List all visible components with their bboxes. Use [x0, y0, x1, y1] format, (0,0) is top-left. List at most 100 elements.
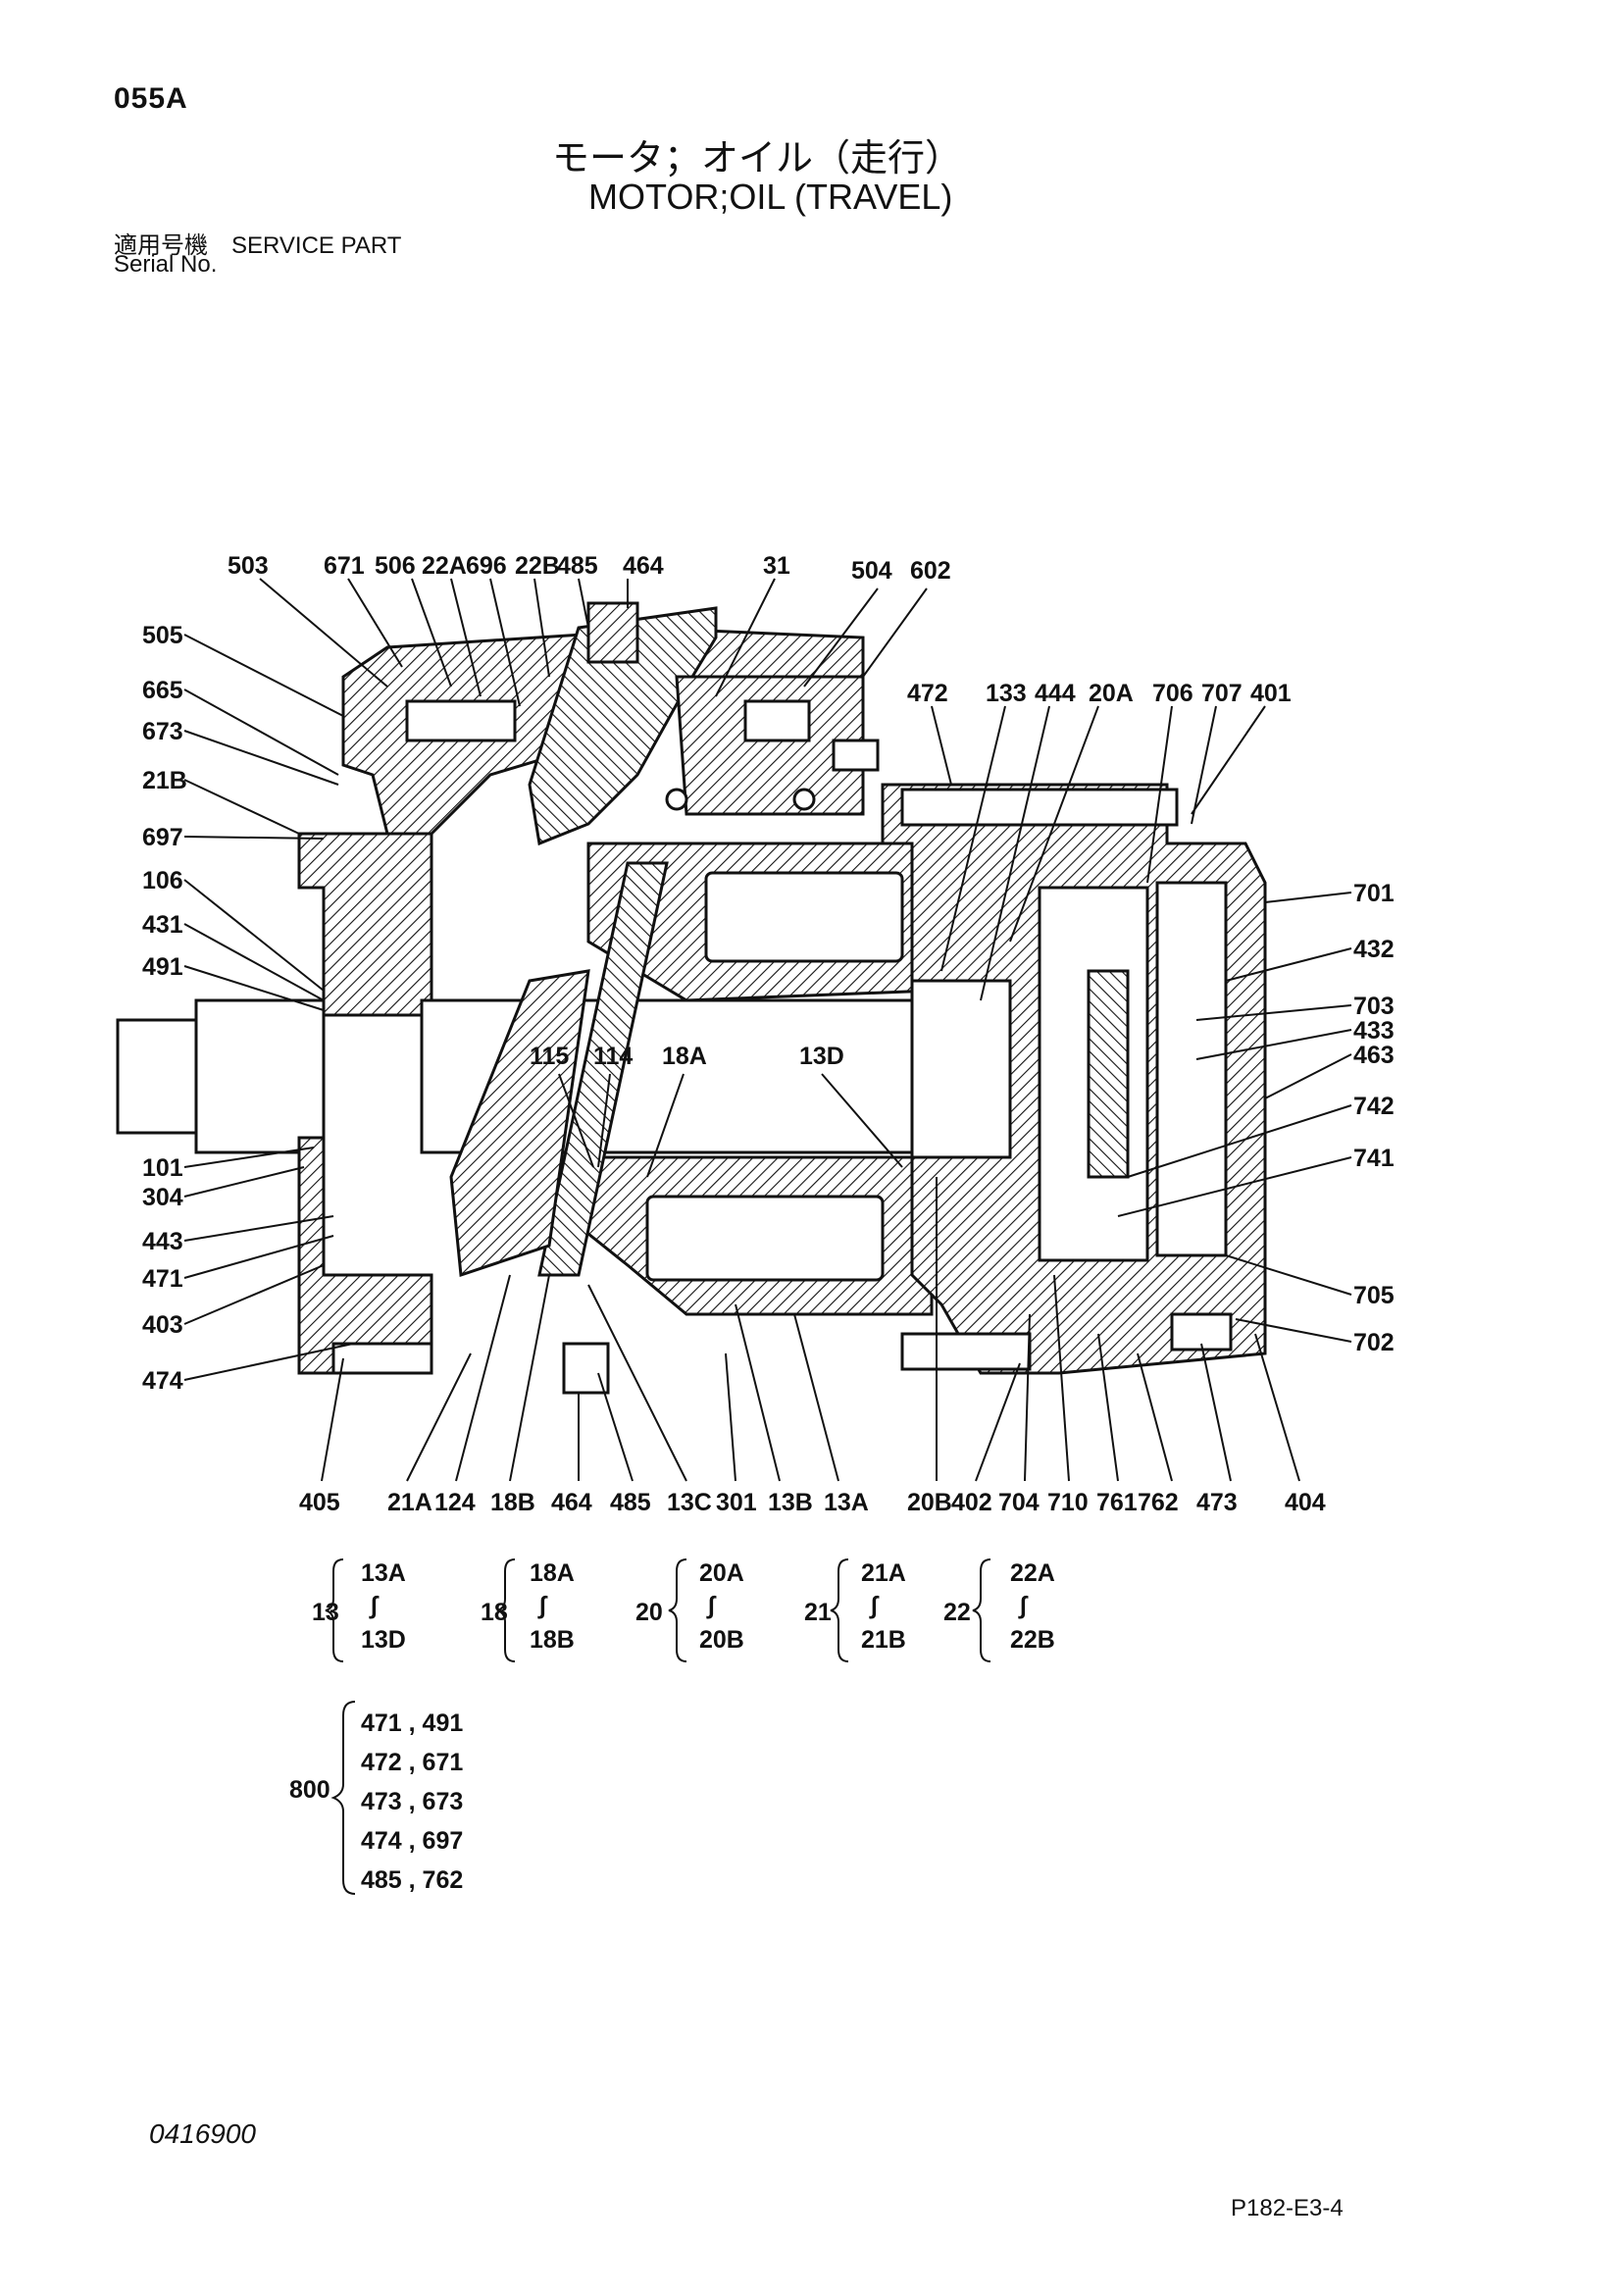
svg-text:∫: ∫ [869, 1592, 880, 1619]
part-label: 18A [662, 1043, 707, 1070]
part-label: 22B [515, 552, 560, 580]
part-label: 13C [667, 1489, 712, 1516]
part-label: 114 [593, 1043, 633, 1070]
part-label: 474 [142, 1367, 183, 1395]
part-label: 506 [375, 552, 416, 580]
labels-left: 505 665 673 21B 697 106 431 491 101 304 … [142, 622, 187, 1395]
part-label: 20B [907, 1489, 952, 1516]
part-label: 22A [422, 552, 467, 580]
part-label: 433 [1353, 1017, 1395, 1045]
group-21: 21 21A ∫ 21B [804, 1558, 906, 1662]
part-label: 504 [851, 557, 892, 585]
part-label: 18B [490, 1489, 535, 1516]
labels-top: 503 671 506 22A 696 22B 485 464 31 504 6… [228, 552, 1292, 707]
assembly-groups: 13 13A ∫ 13D 18 18A ∫ 18B 20 20A ∫ 20B 2… [312, 1558, 1055, 1662]
part-label: 404 [1285, 1489, 1326, 1516]
svg-text:21B: 21B [861, 1626, 906, 1654]
part-label: 403 [142, 1311, 183, 1339]
part-label: 705 [1353, 1282, 1395, 1309]
part-label: 444 [1035, 680, 1076, 707]
labels-bottom: 405 21A 124 18B 464 485 13C 301 13B 13A … [299, 1489, 1326, 1516]
serial-number-line: Serial No. [114, 251, 218, 278]
part-label: 106 [142, 867, 183, 894]
part-label: 742 [1353, 1093, 1395, 1120]
part-label: 115 [530, 1043, 569, 1070]
part-label: 702 [1353, 1329, 1395, 1356]
part-label: 706 [1152, 680, 1193, 707]
svg-text:800: 800 [289, 1776, 330, 1804]
part-label: 473 [1196, 1489, 1238, 1516]
part-label: 704 [998, 1489, 1040, 1516]
piston-lower [645, 1195, 885, 1282]
svg-text:∫: ∫ [706, 1592, 717, 1619]
svg-text:20A: 20A [699, 1559, 744, 1587]
part-label: 505 [142, 622, 183, 649]
part-label: 13D [799, 1043, 844, 1070]
part-label: 402 [951, 1489, 992, 1516]
part-label: 710 [1047, 1489, 1089, 1516]
service-part-line: 適用号機 SERVICE PART [114, 232, 402, 259]
piston-upper [704, 871, 904, 963]
svg-text:472 , 671: 472 , 671 [361, 1749, 463, 1776]
document-number: 0416900 [149, 2118, 257, 2149]
svg-text:18A: 18A [530, 1559, 575, 1587]
part-label: 401 [1250, 680, 1292, 707]
svg-text:13D: 13D [361, 1626, 406, 1654]
part-label: 696 [466, 552, 507, 580]
part-label: 405 [299, 1489, 340, 1516]
part-label: 697 [142, 824, 183, 851]
svg-text:22: 22 [943, 1599, 971, 1626]
part-label: 301 [716, 1489, 757, 1516]
group-13: 13 13A ∫ 13D [312, 1558, 406, 1662]
svg-text:13: 13 [312, 1599, 339, 1626]
part-label: 671 [324, 552, 365, 580]
drawing-code: 055A [114, 82, 188, 115]
svg-text:13A: 13A [361, 1559, 406, 1587]
part-label: 472 [907, 680, 948, 707]
part-label: 741 [1353, 1145, 1395, 1172]
part-label: 471 [142, 1265, 183, 1293]
labels-center: 115 114 18A 13D [530, 1043, 844, 1070]
svg-text:20: 20 [635, 1599, 663, 1626]
part-label: 761 [1096, 1489, 1138, 1516]
svg-text:∫: ∫ [369, 1592, 380, 1619]
part-label: 703 [1353, 993, 1395, 1020]
part-label: 602 [910, 557, 951, 585]
page-reference: P182-E3-4 [1231, 2195, 1344, 2221]
part-label: 464 [551, 1489, 592, 1516]
kit-800: 800 471 , 491 472 , 671 473 , 673 474 , … [289, 1701, 463, 1895]
labels-right: 701 432 703 433 463 742 741 705 702 [1353, 880, 1395, 1356]
svg-text:471 , 491: 471 , 491 [361, 1709, 463, 1737]
part-label: 464 [623, 552, 664, 580]
svg-text:474 , 697: 474 , 697 [361, 1827, 463, 1855]
svg-text:485 , 762: 485 , 762 [361, 1866, 463, 1894]
part-label: 124 [434, 1489, 476, 1516]
svg-text:∫: ∫ [537, 1592, 548, 1619]
part-label: 432 [1353, 936, 1395, 963]
part-label: 20A [1089, 680, 1134, 707]
part-label: 491 [142, 953, 183, 981]
part-label: 133 [986, 680, 1027, 707]
svg-text:22B: 22B [1010, 1626, 1055, 1654]
part-label: 665 [142, 677, 183, 704]
svg-text:21: 21 [804, 1599, 832, 1626]
leader-lines [183, 578, 1352, 1482]
part-label: 13B [768, 1489, 813, 1516]
part-label: 21B [142, 767, 187, 794]
part-label: 485 [610, 1489, 651, 1516]
part-label: 431 [142, 911, 183, 939]
part-label: 707 [1201, 680, 1243, 707]
part-label: 304 [142, 1184, 183, 1211]
svg-text:18: 18 [481, 1599, 508, 1626]
svg-text:21A: 21A [861, 1559, 906, 1587]
motor-cross-section [116, 601, 1267, 1395]
svg-text:∫: ∫ [1018, 1592, 1029, 1619]
part-label: 21A [387, 1489, 432, 1516]
svg-text:473 , 673: 473 , 673 [361, 1788, 463, 1815]
part-label: 31 [763, 552, 790, 580]
part-label: 701 [1353, 880, 1395, 907]
svg-text:20B: 20B [699, 1626, 744, 1654]
group-20: 20 20A ∫ 20B [635, 1558, 744, 1662]
group-18: 18 18A ∫ 18B [481, 1558, 575, 1662]
